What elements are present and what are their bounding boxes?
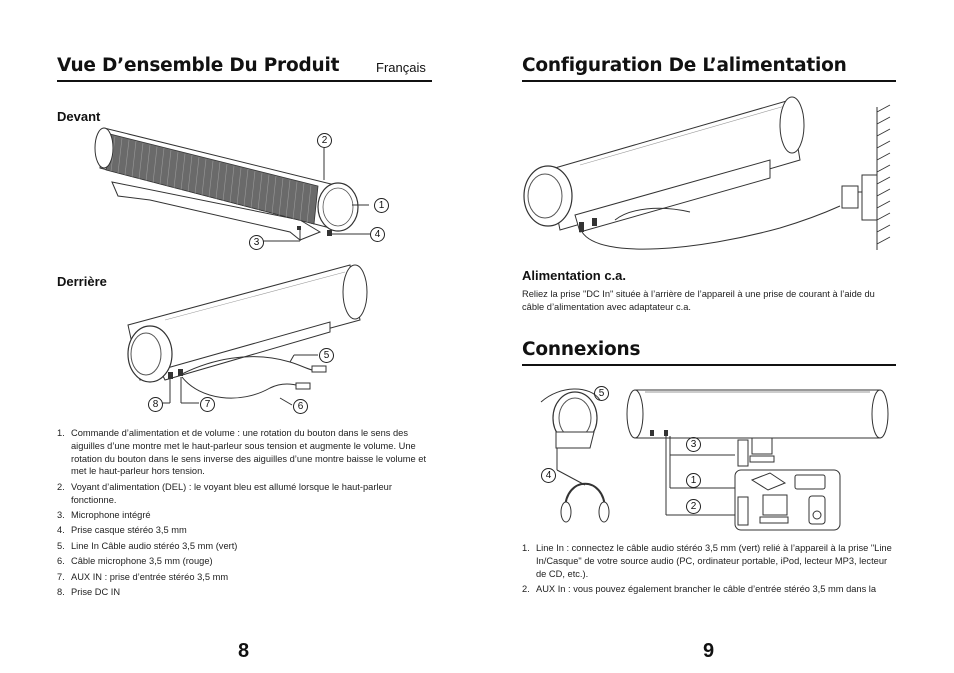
page-title-connections: Connexions (522, 339, 641, 360)
list-item: 8.Prise DC IN (57, 586, 121, 597)
page-number-right: 9 (703, 640, 715, 662)
list-item: 6.Câble microphone 3,5 mm (rouge) (57, 556, 213, 567)
overview-list: 1.Commande d’alimentation et de volume :… (57, 427, 435, 601)
callout-5-connections: 5 (594, 386, 609, 401)
list-item: 1.Commande d’alimentation et de volume :… (57, 428, 427, 477)
callout-3: 3 (249, 235, 264, 250)
back-label: Derrière (57, 274, 107, 289)
callout-8: 8 (148, 397, 163, 412)
page-number-left: 8 (238, 640, 250, 662)
page-title-power: Configuration De L’alimentation (522, 55, 847, 76)
list-item: 2.Voyant d’alimentation (DEL) : le voyan… (57, 481, 392, 505)
front-label: Devant (57, 109, 101, 124)
callout-1-connections: 1 (686, 473, 701, 488)
callout-1: 1 (374, 198, 389, 213)
ac-power-label: Alimentation c.a. (522, 268, 627, 283)
connections-list: 1.Line In : connectez le câble audio sté… (522, 542, 898, 598)
callout-3-connections: 3 (686, 437, 701, 452)
callout-2: 2 (317, 133, 332, 148)
title-rule-connections (522, 364, 896, 366)
callout-4: 4 (370, 227, 385, 242)
page-title-overview: Vue D’ensemble Du Produit (57, 55, 340, 76)
ac-power-text: Reliez la prise "DC In" située à l’arriè… (522, 289, 875, 312)
list-item: 5.Line In Câble audio stéréo 3,5 mm (ver… (57, 540, 238, 551)
list-item: 2.AUX In : vous pouvez également branche… (522, 583, 877, 594)
callout-5: 5 (319, 348, 334, 363)
title-rule-power (522, 80, 896, 82)
callout-4-connections: 4 (541, 468, 556, 483)
list-item: 7.AUX IN : prise d’entrée stéréo 3,5 mm (57, 571, 229, 582)
title-rule-left (57, 80, 432, 82)
callout-7: 7 (200, 397, 215, 412)
language-label: Français (376, 60, 426, 75)
callout-2-connections: 2 (686, 499, 701, 514)
list-item: 4.Prise casque stéréo 3,5 mm (57, 525, 187, 536)
list-item: 1.Line In : connectez le câble audio sté… (522, 543, 892, 579)
list-item: 3.Microphone intégré (57, 509, 151, 520)
callout-6: 6 (293, 399, 308, 414)
